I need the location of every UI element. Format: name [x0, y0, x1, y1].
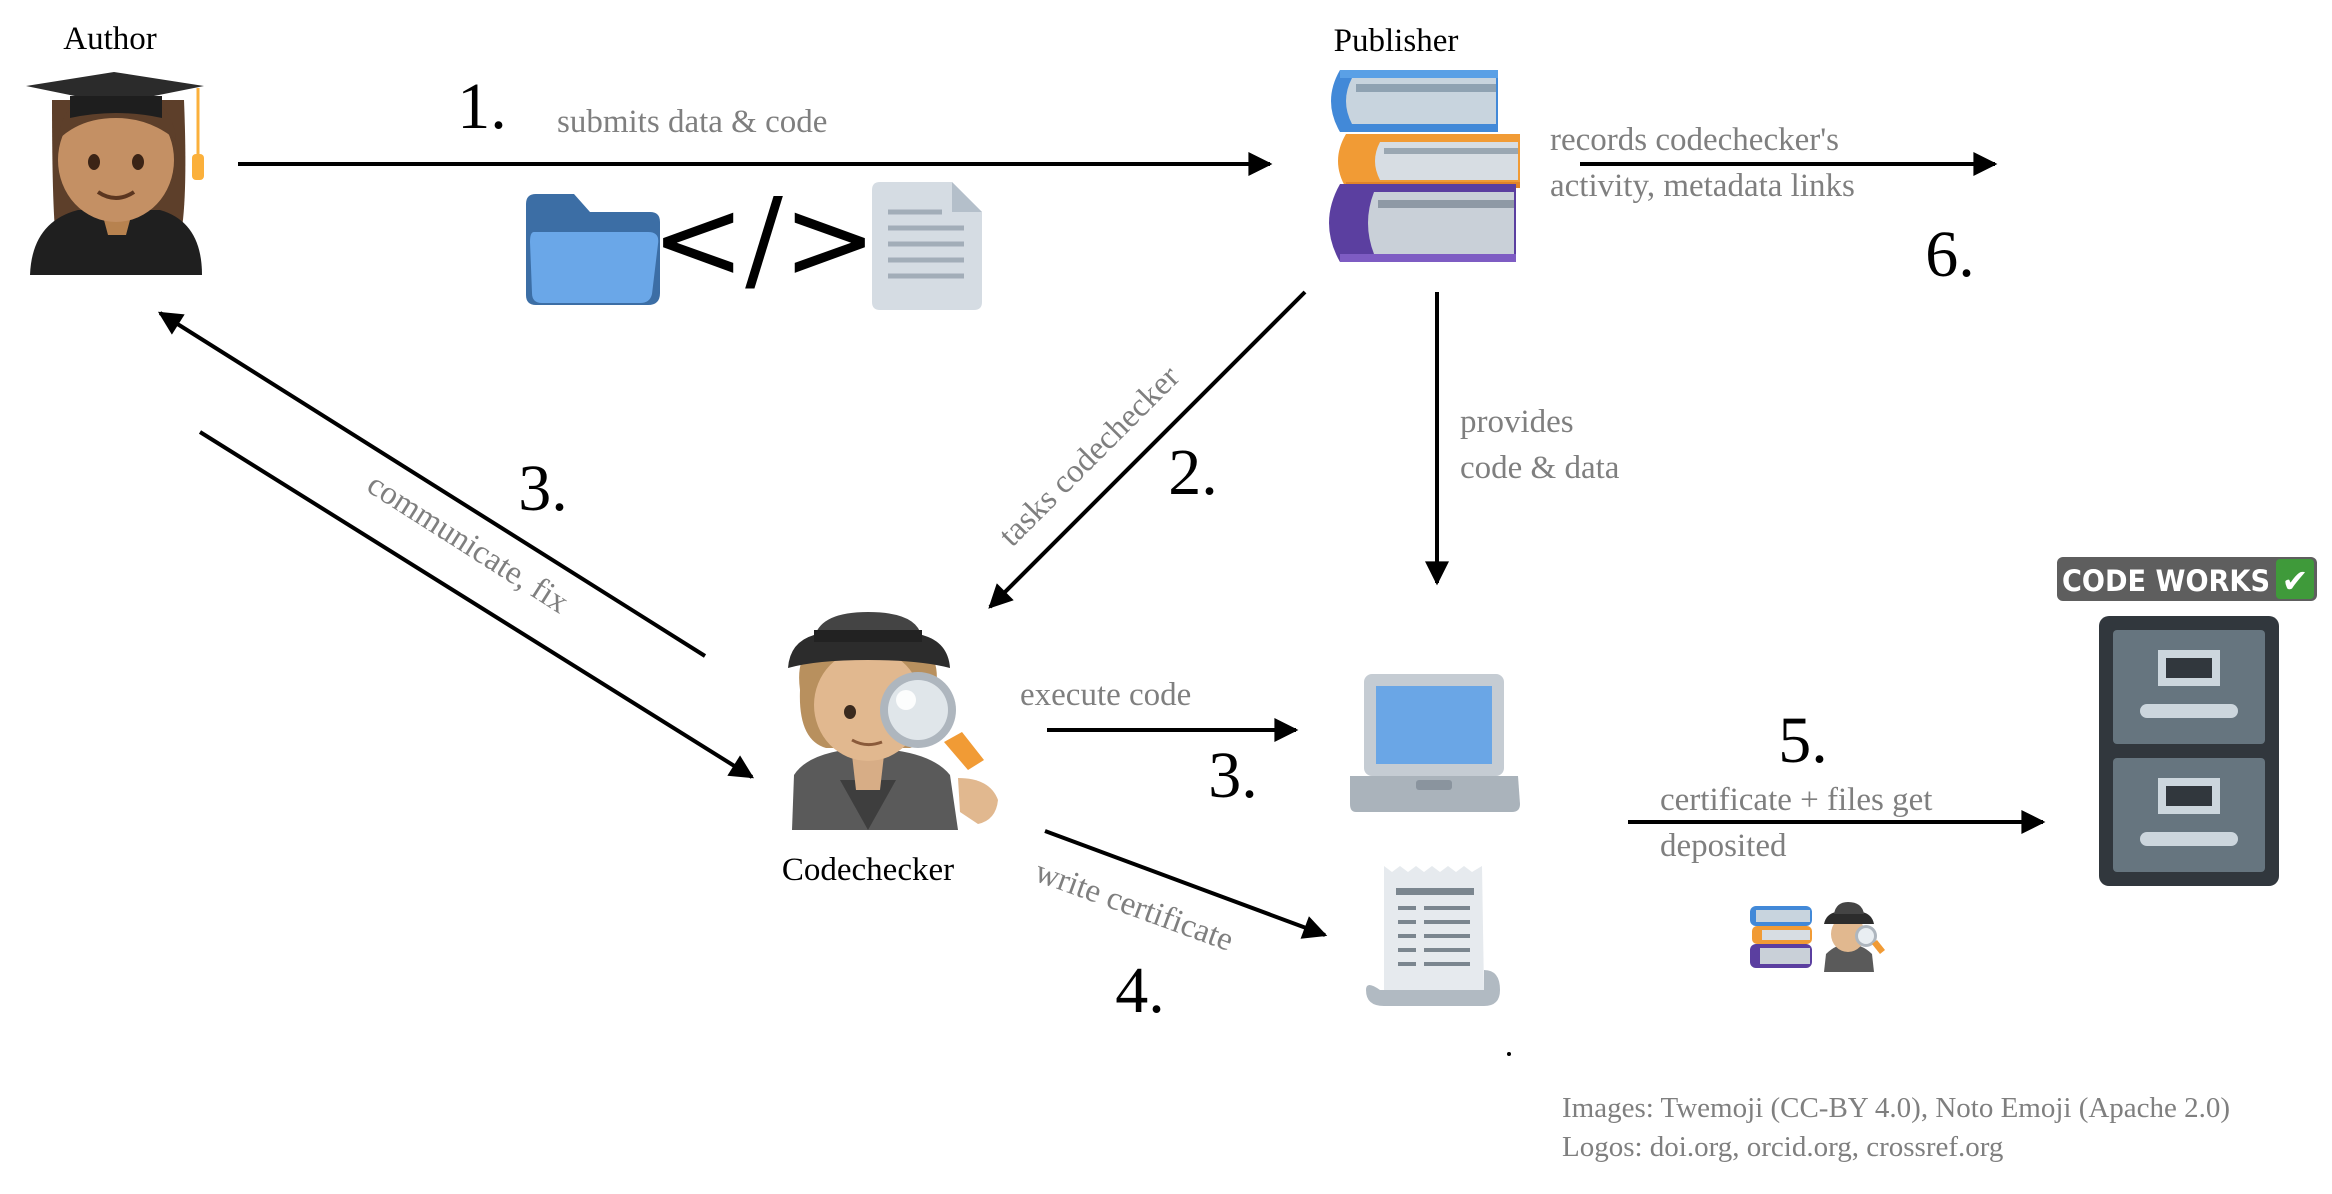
file-cabinet-icon: [2099, 616, 2279, 886]
publisher-label: Publisher: [1334, 23, 1459, 59]
step-6: 6.: [1925, 218, 1975, 291]
tasks-label: tasks codechecker: [992, 359, 1187, 554]
arrow-to-author: [157, 311, 707, 658]
step-1: 1.: [457, 70, 507, 143]
author-label: Author: [63, 21, 157, 57]
check-icon: ✔: [2282, 562, 2309, 600]
arrow-write: [1044, 829, 1328, 939]
deposit-label-line1: certificate + files get: [1660, 782, 1932, 818]
records-label-line1: records codechecker's: [1550, 122, 1839, 158]
step-5: 5.: [1778, 704, 1828, 777]
arrows: [157, 152, 2046, 939]
stray-dot: [1507, 1052, 1511, 1056]
arrow-to-codechecker: [198, 430, 755, 779]
arrow-tasks: [988, 290, 1307, 609]
credits: Images: Twemoji (CC-BY 4.0), Noto Emoji …: [1562, 1092, 2230, 1163]
folder-icon: [526, 194, 660, 305]
submits-label: submits data & code: [557, 104, 827, 140]
laptop-icon: [1350, 674, 1520, 812]
receipt-icon: [1366, 866, 1500, 1006]
write-label: write certificate: [1030, 854, 1238, 959]
detective-small-icon: [1824, 902, 1885, 972]
document-icon: [872, 182, 982, 310]
provides-label-line1: provides: [1460, 404, 1574, 440]
books-small-icon: [1750, 906, 1812, 968]
deposit-label-line2: deposited: [1660, 828, 1787, 864]
execute-label: execute code: [1020, 677, 1191, 713]
step-4: 4.: [1115, 954, 1165, 1027]
credits-images: Images: Twemoji (CC-BY 4.0), Noto Emoji …: [1562, 1092, 2230, 1124]
badge-text: CODE WORKS: [2062, 564, 2270, 598]
codechecker-label: Codechecker: [782, 852, 954, 888]
credits-logos: Logos: doi.org, orcid.org, crossref.org: [1562, 1131, 2003, 1163]
step-3-communicate: 3.: [518, 452, 568, 525]
graduate-woman-icon: [26, 72, 204, 275]
records-label-line2: activity, metadata links: [1550, 168, 1855, 204]
code-works-badge: CODE WORKS ✔: [2057, 557, 2317, 601]
code-symbol: </>: [651, 175, 876, 305]
step-numbers: 1. 6. 2. 3. 3. 5. 4.: [457, 70, 1975, 1027]
provides-label-line2: code & data: [1460, 450, 1620, 486]
step-3-execute: 3.: [1208, 739, 1258, 812]
books-icon: [1329, 70, 1520, 262]
step-2: 2.: [1168, 436, 1218, 509]
detective-icon: [788, 612, 998, 830]
